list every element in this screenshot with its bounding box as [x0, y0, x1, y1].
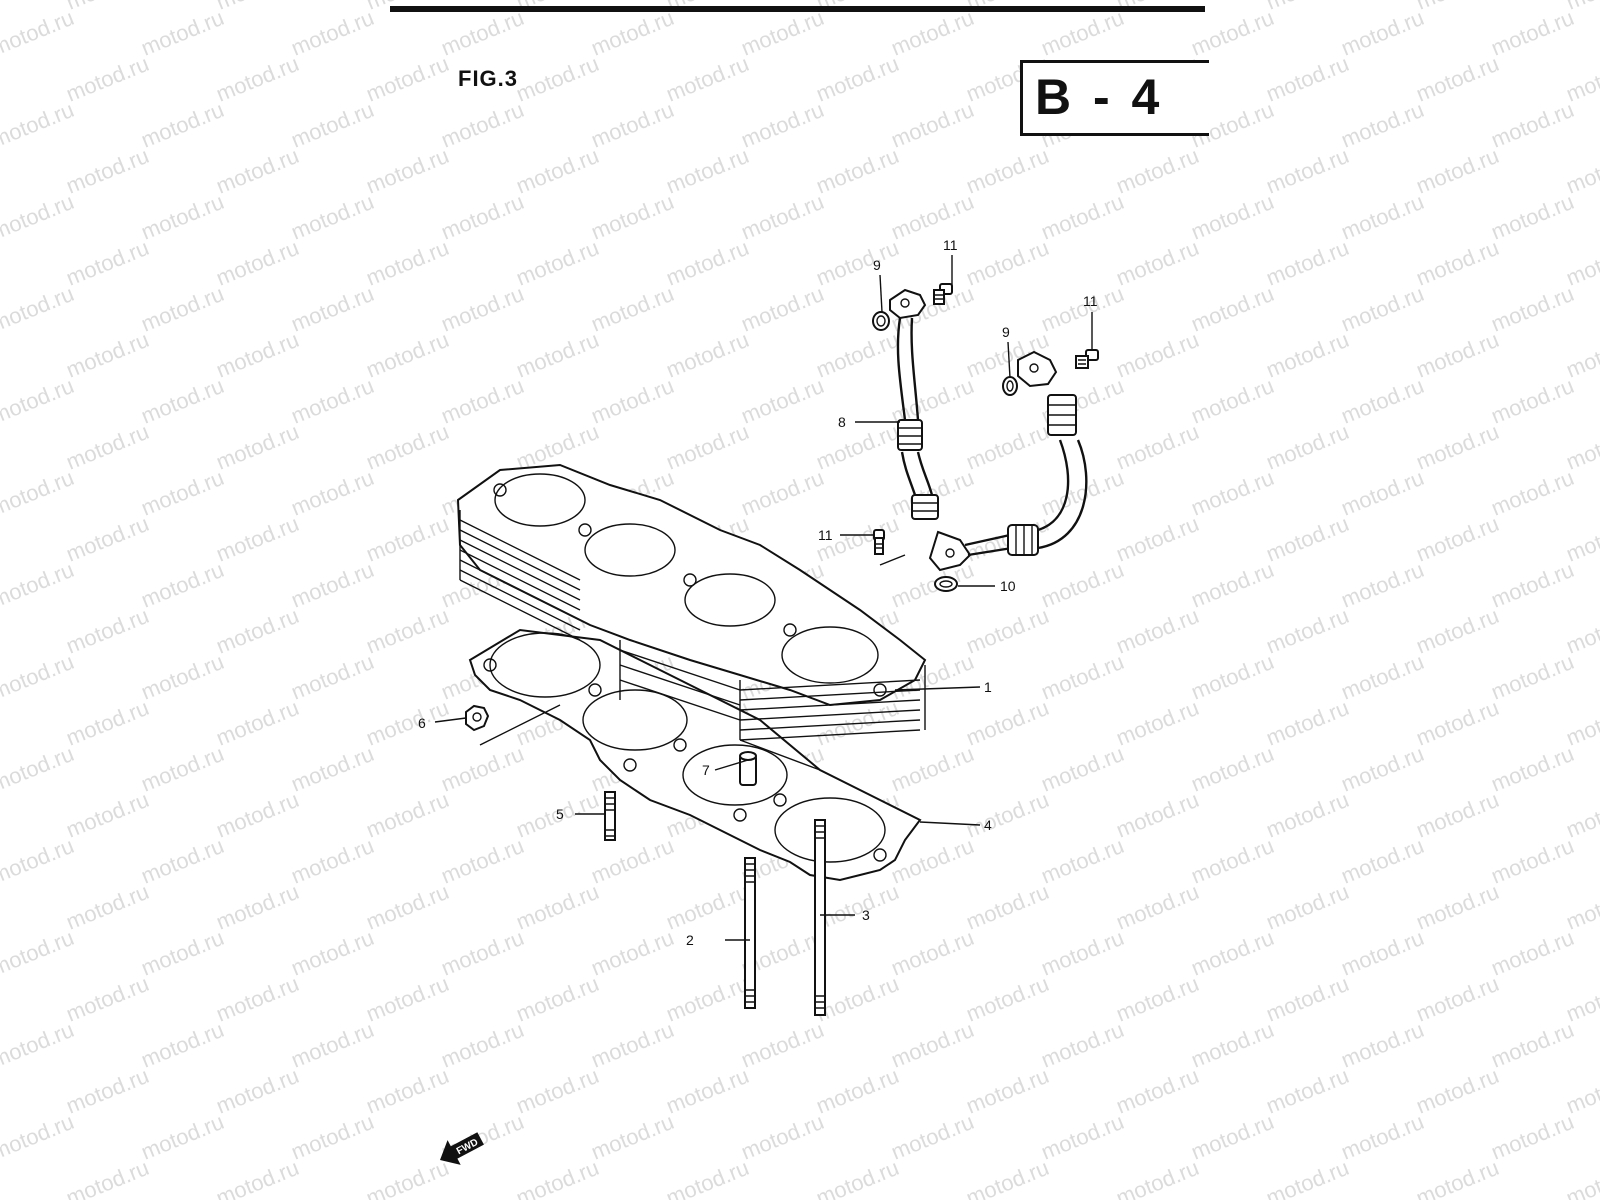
washer-9-left — [872, 311, 890, 331]
stud-long-3 — [814, 819, 826, 1016]
fwd-arrow-icon — [440, 1132, 484, 1165]
callout-10: 10 — [1000, 578, 1016, 594]
washer-9-right — [1002, 376, 1018, 396]
section-code-box: B - 4 — [1020, 60, 1209, 136]
cylinder-block — [456, 463, 927, 771]
header-rule — [390, 6, 1205, 12]
figure-label: FIG.3 — [458, 66, 519, 91]
cooling-fins-left — [459, 510, 581, 641]
callout-3: 3 — [862, 907, 870, 923]
stud-long-2 — [744, 857, 756, 1009]
forward-direction-arrow: FWD — [440, 1132, 484, 1165]
section-code: B - 4 — [1035, 69, 1164, 125]
callout-6: 6 — [418, 715, 426, 731]
callout-7: 7 — [702, 762, 710, 778]
fwd-label: FWD — [455, 1137, 480, 1157]
bolt-11-right — [1075, 349, 1099, 369]
callout-9-right: 9 — [1002, 324, 1010, 340]
callout-4: 4 — [984, 817, 992, 833]
cylinder-base-gasket — [468, 628, 922, 882]
dowel-pin — [739, 751, 757, 786]
callout-11-right: 11 — [1083, 293, 1098, 309]
bolt-11-top-left — [933, 283, 953, 305]
callout-8: 8 — [838, 414, 846, 430]
callout-2: 2 — [686, 932, 694, 948]
leader-lines — [434, 255, 1093, 941]
callout-11-lower: 11 — [818, 527, 833, 543]
callouts: 1 2 3 4 5 6 7 8 9 9 10 11 11 11 — [418, 237, 1098, 948]
cap-nut — [465, 704, 561, 746]
oil-pipe-assembly — [889, 288, 1088, 572]
callout-11-top: 11 — [943, 237, 958, 253]
cooling-fins-right — [619, 640, 926, 741]
callout-1: 1 — [984, 679, 992, 695]
bolt-11-lower — [873, 529, 906, 566]
washer-10 — [934, 576, 958, 592]
callout-5: 5 — [556, 806, 564, 822]
stud-short — [604, 791, 616, 841]
callout-9-left: 9 — [873, 257, 881, 273]
